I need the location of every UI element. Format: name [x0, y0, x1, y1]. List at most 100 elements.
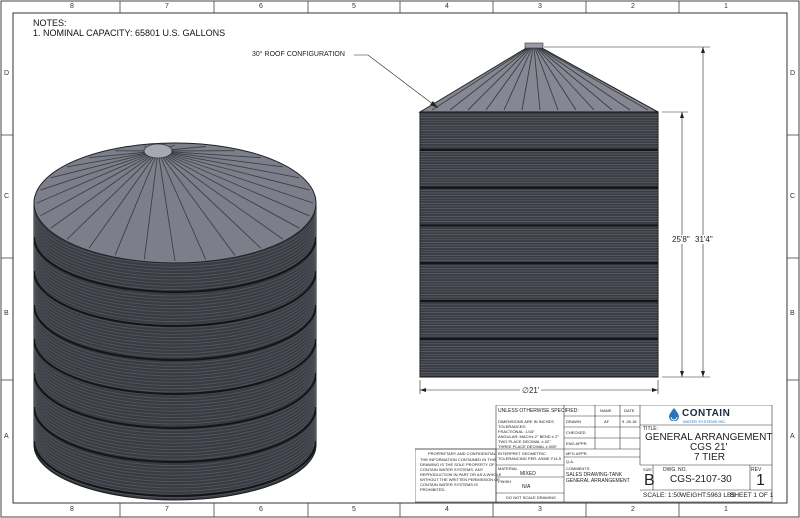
tb-title-line1: GENERAL ARRANGEMENT — [645, 432, 773, 443]
corrugation-ring — [34, 400, 316, 457]
zone-col-1: 1 — [724, 3, 728, 10]
corrugation-ring — [34, 368, 316, 425]
corrugation-ring — [34, 416, 316, 473]
corrugation-ring — [34, 218, 316, 274]
tb-title-line3: 7 TIER — [694, 452, 725, 463]
roof-rib — [485, 47, 532, 111]
corrugation-ring — [34, 375, 316, 431]
corrugation-ring — [34, 288, 316, 345]
corrugation-ring — [34, 378, 316, 434]
roof-rib — [467, 47, 531, 111]
tb-checked-label: CHECKED — [566, 430, 586, 435]
tb-proprietary-line1: THE INFORMATION CONTAINED IN THIS — [420, 457, 497, 462]
tb-geometric-line2: TOLERANCING PER: ASME Y14.5 — [498, 456, 561, 461]
tb-mfg-label: MFG APPR. — [566, 451, 588, 456]
corrugation-ring — [34, 311, 316, 367]
tb-tolerance-line4: ANGULAR: MACH± 2° BEND ± 2° — [498, 434, 559, 439]
zone-row-d-right: D — [790, 70, 796, 77]
corrugation-ring — [34, 244, 316, 300]
roof-rib — [157, 150, 262, 159]
tb-tolerance-line5: TWO PLACE DECIMAL ±.02" — [498, 439, 551, 444]
roof-rib — [536, 47, 595, 111]
corrugation-ring — [34, 391, 316, 447]
tb-date-header: DATE — [624, 408, 635, 413]
corrugation-ring — [34, 413, 316, 470]
corrugation-ring — [34, 260, 316, 316]
corrugation-ring — [34, 298, 316, 354]
zone-row-c-right: C — [790, 193, 796, 200]
corrugation-ring — [34, 410, 316, 466]
roof-rib — [67, 150, 159, 168]
tb-eng-label: ENG APPR. — [566, 441, 588, 446]
tb-rev-value: 1 — [756, 472, 765, 489]
corrugation-ring — [34, 381, 316, 438]
tb-proprietary-line7: PROHIBITED. — [420, 487, 446, 492]
corrugation-ring — [34, 397, 316, 454]
corrugation-ring — [34, 250, 316, 306]
tb-qa-label: Q.A. — [566, 459, 575, 464]
zone-row-d: D — [4, 70, 10, 77]
tb-tolerance-header: UNLESS OTHERWISE SPECIFIED: — [498, 408, 579, 414]
roof-rib — [503, 47, 533, 111]
roof-rib — [50, 150, 159, 229]
tb-no-scale-warning: DO NOT SCALE DRAWING — [506, 495, 557, 500]
roof-rib — [539, 47, 649, 111]
tb-comments-value1: SALES DRAWING-TANK — [566, 472, 623, 478]
dim-eave-height: 25'8" — [671, 235, 691, 244]
dim-diameter: ∅21' — [520, 386, 542, 395]
roof-rib — [534, 47, 559, 111]
corrugation-ring — [34, 221, 316, 278]
roof-rib — [535, 47, 577, 111]
tb-material-label: MATERIAL — [498, 466, 518, 471]
tier-seam — [34, 406, 316, 464]
roof-rib — [88, 150, 159, 249]
zone-row-b: B — [4, 310, 9, 317]
tb-tolerance-line2: TOLERANCES: — [498, 424, 527, 429]
roof-rib — [431, 47, 529, 111]
corrugation-ring — [34, 336, 316, 393]
tier-seam — [34, 270, 316, 328]
roof-rib — [157, 150, 314, 204]
roof-rib — [157, 150, 310, 217]
roof-rib — [157, 150, 284, 240]
roof-rib — [157, 150, 207, 260]
tb-geometric-line1: INTERPRET GEOMETRIC — [498, 451, 546, 456]
corrugation-ring — [34, 208, 316, 265]
contain-logo-icon — [669, 408, 679, 421]
corrugation-ring — [34, 439, 316, 495]
corrugation-ring — [34, 234, 316, 290]
corrugation-ring — [34, 247, 316, 303]
roof-callout-label: 30° ROOF CONFIGURATION — [252, 51, 345, 58]
title-block-grid — [415, 405, 773, 503]
corrugation-ring — [34, 279, 316, 335]
roof-rib — [157, 150, 176, 262]
tb-drawn-label: DRAWN — [566, 419, 581, 424]
corrugation-ring — [34, 388, 316, 444]
tb-tolerance-line6: THREE PLACE DECIMAL ±.005" — [498, 444, 558, 449]
notes-item-capacity: 1. NOMINAL CAPACITY: 65801 U.S. GALLONS — [33, 28, 226, 38]
corrugation-ring — [34, 343, 316, 399]
corrugation-ring — [34, 308, 316, 364]
corrugation-ring — [34, 282, 316, 338]
corrugation-ring — [34, 285, 316, 342]
corrugation-ring — [34, 420, 316, 476]
tb-proprietary-line3: CONTAIN WATER SYSTEMS. ANY — [420, 467, 484, 472]
company-tagline: WATER SYSTEMS INC. — [683, 419, 727, 424]
corrugation-ring — [34, 429, 316, 486]
corrugation-ring — [34, 436, 316, 492]
roof-rib — [143, 150, 159, 260]
roof-rib — [36, 150, 159, 204]
tb-drawn-name: AF — [604, 419, 610, 424]
roof-rib — [50, 150, 159, 179]
tier-seam — [34, 372, 316, 430]
corrugation-ring — [34, 314, 316, 370]
corrugation-ring — [34, 432, 316, 489]
tb-rev-label: REV — [751, 467, 762, 473]
corrugation-ring — [34, 266, 316, 322]
zone-col-2: 2 — [631, 3, 635, 10]
zone-col-1-bottom: 1 — [724, 506, 728, 513]
tb-drawn-date: 9 .26.18 — [622, 419, 637, 424]
zone-col-5-bottom: 5 — [352, 506, 356, 513]
